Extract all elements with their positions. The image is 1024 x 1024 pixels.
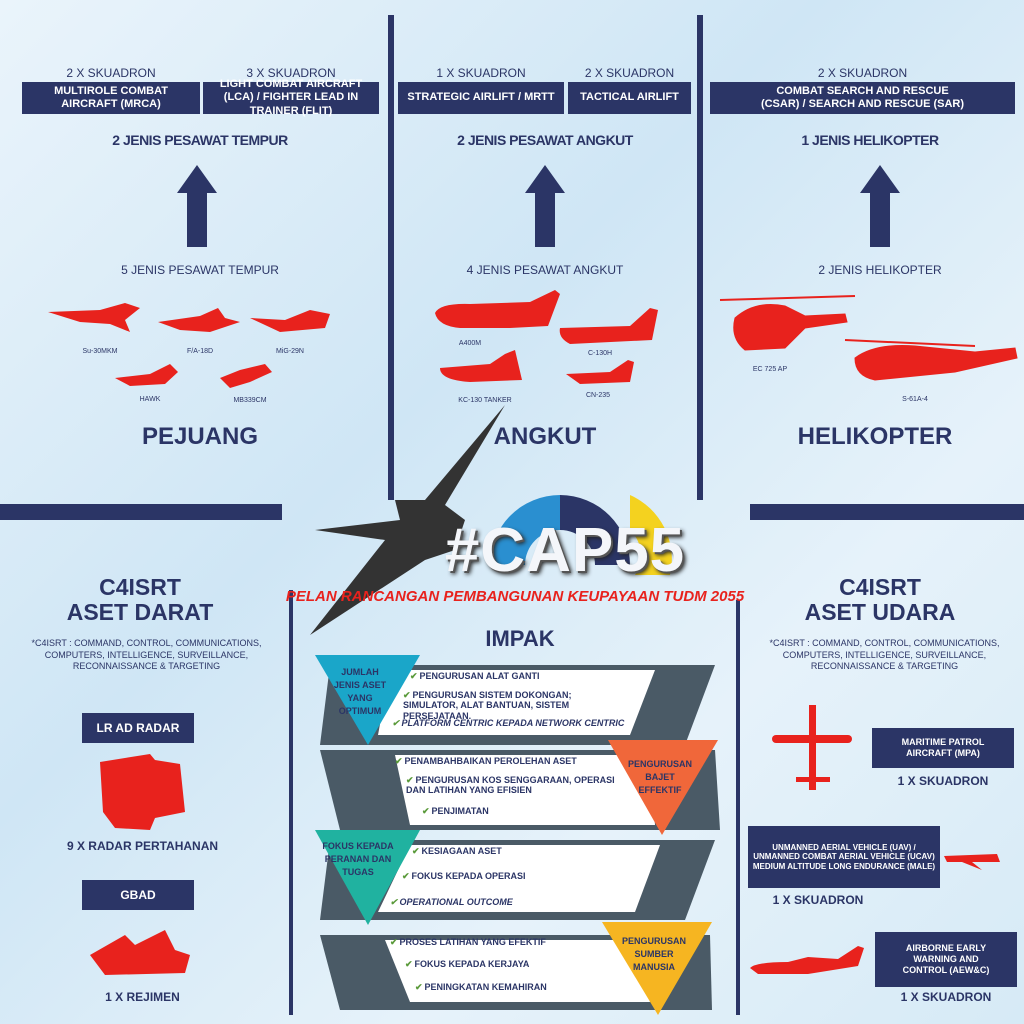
radar-box: LR AD RADAR <box>82 713 194 743</box>
tactical-box: TACTICAL AIRLIFT <box>568 82 691 114</box>
darat-desc: *C4ISRT : COMMAND, CONTROL, COMMUNICATIO… <box>31 638 262 672</box>
radar-count: 9 X RADAR PERTAHANAN <box>66 839 219 853</box>
aircraft-label: KC-130 TANKER <box>458 397 512 404</box>
heli-current: 2 JENIS HELIKOPTER <box>818 263 942 277</box>
transport-silhouettes <box>435 290 658 384</box>
aew-icon <box>750 946 864 974</box>
aircraft-label: S-61A-4 <box>902 396 928 403</box>
impak-item: PENJIMATAN <box>422 806 489 816</box>
udara-desc: *C4ISRT : COMMAND, CONTROL, COMMUNICATIO… <box>769 638 1000 672</box>
aircraft-label: MB339CM <box>233 397 267 404</box>
mrca-box: MULTIROLE COMBAT AIRCRAFT (MRCA) <box>22 82 200 114</box>
impak-item: PENGURUSAN KOS SENGGARAAN, OPERASI DAN L… <box>406 775 616 796</box>
divider-h-right <box>750 504 1024 520</box>
impak-label-3: FOKUS KEPADA PERANAN DAN TUGAS <box>322 841 394 878</box>
tactical-squadron: 2 X SKUADRON <box>584 66 675 80</box>
impak-label-4: PENGURUSAN SUMBER MANUSIA <box>621 936 686 973</box>
angkut-label: ANGKUT <box>493 423 597 450</box>
cap55-title: #CAP55 <box>444 516 686 585</box>
impak-item: OPERATIONAL OUTCOME <box>390 897 513 907</box>
impak-item: FOKUS KEPADA OPERASI <box>402 871 526 881</box>
divider-3 <box>289 590 293 1015</box>
udara-title-1: C4ISRT <box>839 574 921 600</box>
up-arrow-icon <box>525 165 565 247</box>
impak-item: PENGURUSAN SISTEM DOKONGAN; SIMULATOR, A… <box>403 690 623 721</box>
impak-item: PENAMBAHBAIKAN PEROLEHAN ASET <box>395 756 577 766</box>
strategic-box: STRATEGIC AIRLIFT / MRTT <box>398 82 564 114</box>
impak-item: PENGURUSAN ALAT GANTI <box>410 671 540 681</box>
impak-item: FOKUS KEPADA KERJAYA <box>405 959 530 969</box>
impak-item: PLATFORM CENTRIC KEPADA NETWORK CENTRIC <box>392 718 625 728</box>
mpa-box: MARITIME PATROL AIRCRAFT (MPA) <box>872 728 1014 768</box>
impak-title: IMPAK <box>485 626 555 651</box>
heli-target: 1 JENIS HELIKOPTER <box>801 132 939 148</box>
strategic-squadron: 1 X SKUADRON <box>436 66 526 80</box>
darat-title-1: C4ISRT <box>99 574 181 600</box>
fighter-silhouettes <box>48 303 330 388</box>
gbad-box: GBAD <box>82 880 194 910</box>
divider-4 <box>736 600 740 1015</box>
gbad-icon <box>90 930 190 975</box>
impak-item: KESIAGAAN ASET <box>412 846 502 856</box>
heli-squadron: 2 X SKUADRON <box>817 66 908 80</box>
impak-label-2: PENGURUSAN BAJET EFFEKTIF <box>627 759 692 796</box>
divider-h-left <box>0 504 282 520</box>
cap55-logo-rings <box>490 495 672 575</box>
pejuang-current: 5 JENIS PESAWAT TEMPUR <box>121 263 279 277</box>
aircraft-label: C-130H <box>587 350 613 357</box>
uav-icon <box>944 854 1000 870</box>
divider-1 <box>388 15 394 500</box>
jet-silhouette-icon <box>310 405 505 635</box>
up-arrow-icon <box>177 165 217 247</box>
divider-2 <box>697 15 703 500</box>
angkut-current: 4 JENIS PESAWAT ANGKUT <box>466 263 624 277</box>
radar-icon <box>100 754 185 830</box>
cap55-subtitle: PELAN RANCANGAN PEMBANGUNAN KEUPAYAAN TU… <box>285 588 745 605</box>
udara-title-2: ASET UDARA <box>804 599 956 626</box>
lca-squadron: 3 X SKUADRON <box>246 66 336 80</box>
mrca-squadron: 2 X SKUADRON <box>66 66 156 80</box>
aircraft-label: MiG-29N <box>275 348 304 355</box>
aircraft-label: HAWK <box>139 396 161 403</box>
aew-box: AIRBORNE EARLY WARNING AND CONTROL (AEW&… <box>875 932 1017 987</box>
darat-title-2: ASET DARAT <box>66 599 214 626</box>
angkut-target: 2 JENIS PESAWAT ANGKUT <box>457 132 633 148</box>
aew-count: 1 X SKUADRON <box>900 990 992 1004</box>
aircraft-label: A400M <box>458 340 482 347</box>
pejuang-label: PEJUANG <box>141 423 259 450</box>
helikopter-label: HELIKOPTER <box>797 423 953 450</box>
impak-label-1: JUMLAH JENIS ASET YANG OPTIMUM <box>333 667 387 717</box>
impak-item: PENINGKATAN KEMAHIRAN <box>415 982 547 992</box>
aircraft-label: EC 725 AP <box>752 366 788 373</box>
up-arrow-icon <box>860 165 900 247</box>
helicopter-silhouettes <box>719 295 1018 381</box>
aircraft-label: F/A-18D <box>186 348 214 355</box>
uav-count: 1 X SKUADRON <box>772 893 864 907</box>
impak-item: PROSES LATIHAN YANG EFEKTIF <box>390 937 546 947</box>
mpa-icon <box>772 705 852 790</box>
aircraft-label: Su-30MKM <box>82 348 118 355</box>
aircraft-label: CN-235 <box>585 392 611 399</box>
uav-box: UNMANNED AERIAL VEHICLE (UAV) / UNMANNED… <box>748 826 940 888</box>
pejuang-target: 2 JENIS PESAWAT TEMPUR <box>112 132 288 148</box>
lca-box: LIGHT COMBAT AIRCRAFT (LCA) / FIGHTER LE… <box>203 78 379 117</box>
gbad-count: 1 X REJIMEN <box>105 990 180 1004</box>
csar-box: COMBAT SEARCH AND RESCUE (CSAR) / SEARCH… <box>710 82 1015 114</box>
mpa-count: 1 X SKUADRON <box>897 774 989 788</box>
